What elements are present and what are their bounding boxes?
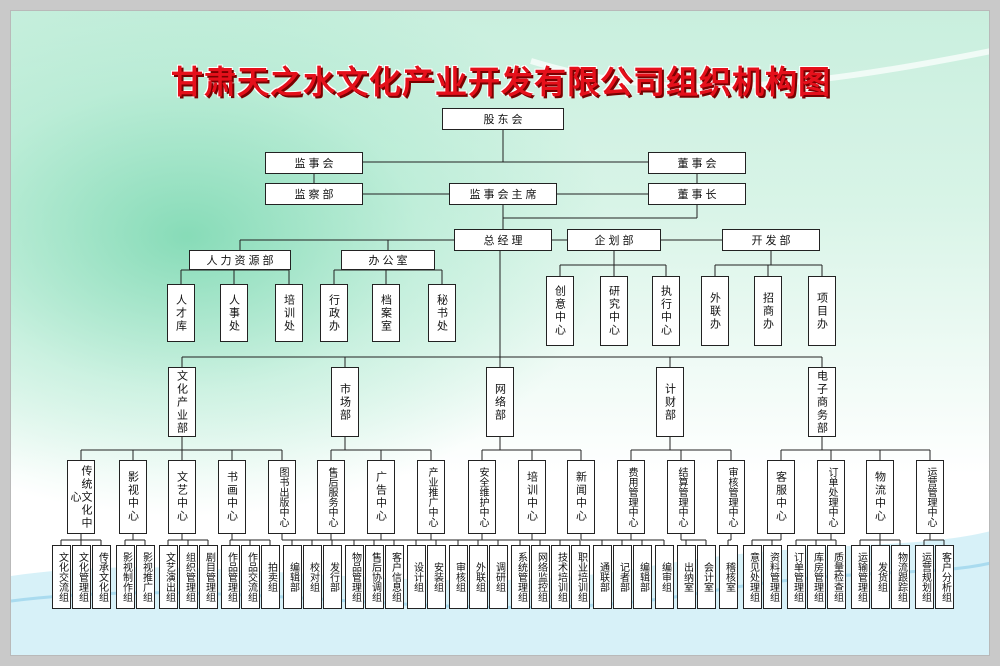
node-hr-child: 培训处 [275, 284, 303, 342]
node-chairman: 董事长 [648, 183, 746, 205]
node-group: 运输管理组 [851, 545, 870, 609]
node-division: 文化产业部 [168, 367, 196, 437]
node-hr-child: 人事处 [220, 284, 248, 342]
chart-title: 甘肃天之水文化产业开发有限公司组织机构图 [170, 63, 831, 101]
node-group: 物流跟踪组 [891, 545, 910, 609]
node-division: 市场部 [331, 367, 359, 437]
node-center: 审核管理中心 [717, 460, 745, 534]
node-group: 系统管理组 [511, 545, 530, 609]
node-planning-child: 执行中心 [652, 276, 680, 346]
node-group: 质量检查组 [827, 545, 846, 609]
node-center: 费用管理中心 [617, 460, 645, 534]
node-planning-child: 创意中心 [546, 276, 574, 346]
node-group: 文化管理组 [72, 545, 91, 609]
node-center: 订单处理中心 [817, 460, 845, 534]
node-supervisory-board: 监事会 [265, 152, 363, 174]
node-group: 调研组 [489, 545, 508, 609]
node-center: 新闻中心 [567, 460, 595, 534]
node-office-child: 档案室 [372, 284, 400, 342]
node-group: 记者部 [613, 545, 632, 609]
node-supervision-dept: 监察部 [265, 183, 363, 205]
node-group: 运营规划组 [915, 545, 934, 609]
node-group: 安装组 [427, 545, 446, 609]
node-center: 书画中心 [218, 460, 246, 534]
node-group: 库房管理组 [807, 545, 826, 609]
node-group: 发货组 [871, 545, 890, 609]
node-group: 客户分析组 [935, 545, 954, 609]
node-development-dept: 开发部 [722, 229, 820, 251]
node-group: 出纳室 [677, 545, 696, 609]
node-group: 编辑部 [633, 545, 652, 609]
node-group: 文化交流组 [52, 545, 71, 609]
node-group: 技术培训组 [551, 545, 570, 609]
node-group: 剧目管理组 [199, 545, 218, 609]
node-office-child: 行政办 [320, 284, 348, 342]
node-development-child: 项目办 [808, 276, 836, 346]
node-center: 安全维护中心 [468, 460, 496, 534]
node-group: 影视推广组 [136, 545, 155, 609]
node-group: 外联组 [469, 545, 488, 609]
node-division: 网络部 [486, 367, 514, 437]
node-center: 结算管理中心 [667, 460, 695, 534]
org-chart-board: 甘肃天之水文化产业开发有限公司组织机构图 股东会 监事会 董事会 监察部 监事会… [10, 10, 990, 656]
node-center: 客服中心 [767, 460, 795, 534]
connector-lines [60, 130, 945, 545]
node-center: 图书出版中心 [268, 460, 296, 534]
node-shareholders: 股东会 [442, 108, 564, 130]
node-group: 意见处理组 [743, 545, 762, 609]
node-group: 作品管理组 [221, 545, 240, 609]
node-group: 传承文化组 [92, 545, 111, 609]
node-hr-dept: 人力资源部 [189, 250, 291, 270]
node-group: 设计组 [407, 545, 426, 609]
node-group: 影视制作组 [116, 545, 135, 609]
node-group: 文艺演出组 [159, 545, 178, 609]
node-division: 计财部 [656, 367, 684, 437]
node-planning-child: 研究中心 [600, 276, 628, 346]
node-office-child: 秘书处 [428, 284, 456, 342]
node-group: 发行部 [323, 545, 342, 609]
node-group: 稽核室 [719, 545, 738, 609]
node-group: 拍卖组 [261, 545, 280, 609]
node-group: 通联部 [593, 545, 612, 609]
org-nodes: 股东会 监事会 董事会 监察部 监事会主席 董事长 总经理 企划部 开发部 人力… [11, 11, 989, 655]
node-center: 物流中心 [866, 460, 894, 534]
node-group: 网络监控组 [531, 545, 550, 609]
node-group: 编辑部 [283, 545, 302, 609]
node-center: 文艺中心 [168, 460, 196, 534]
node-group: 编审组 [655, 545, 674, 609]
node-group: 校对组 [303, 545, 322, 609]
node-planning-dept: 企划部 [567, 229, 661, 251]
node-group: 资料管理组 [763, 545, 782, 609]
node-division: 电子商务部 [808, 367, 836, 437]
node-group: 售后协调组 [365, 545, 384, 609]
node-group: 职业培训组 [571, 545, 590, 609]
node-development-child: 招商办 [754, 276, 782, 346]
node-supervisory-chair: 监事会主席 [449, 183, 557, 205]
node-general-manager: 总经理 [454, 229, 552, 251]
node-group: 组织管理组 [179, 545, 198, 609]
node-hr-child: 人才库 [167, 284, 195, 342]
node-group: 作品交流组 [241, 545, 260, 609]
node-group: 会计室 [697, 545, 716, 609]
node-center: 运营管理中心 [916, 460, 944, 534]
node-group: 审核组 [449, 545, 468, 609]
node-center: 售后服务中心 [317, 460, 345, 534]
node-development-child: 外联办 [701, 276, 729, 346]
node-group: 物品管理组 [345, 545, 364, 609]
node-center: 培训中心 [518, 460, 546, 534]
node-office: 办公室 [341, 250, 435, 270]
node-board-of-directors: 董事会 [648, 152, 746, 174]
node-group: 订单管理组 [787, 545, 806, 609]
node-center: 传统文化中心 [67, 460, 95, 534]
node-center: 影视中心 [119, 460, 147, 534]
node-group: 客户信息组 [385, 545, 404, 609]
node-center: 产业推广中心 [417, 460, 445, 534]
node-center: 广告中心 [367, 460, 395, 534]
